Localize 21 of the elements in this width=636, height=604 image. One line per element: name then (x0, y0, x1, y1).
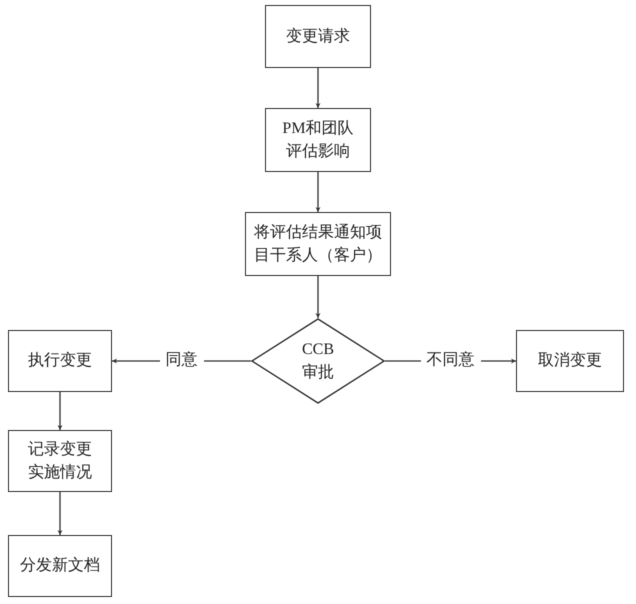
process-box (8, 330, 112, 392)
arrow (316, 276, 320, 318)
box-label: 分发新文档 (20, 556, 100, 576)
process-box (8, 535, 112, 597)
arrow (58, 492, 62, 535)
arrow (58, 392, 62, 430)
box-label: 取消变更 (538, 350, 602, 372)
process-box (516, 330, 624, 392)
box-label: 记录变更实施情况 (27, 440, 93, 483)
decision-diamond (251, 318, 385, 404)
box-label: 执行变更 (28, 350, 92, 372)
arrow (316, 68, 320, 108)
box-label: 变更请求 (286, 26, 350, 47)
process-box (245, 212, 391, 276)
box-label: PM和团队评估影响 (281, 118, 355, 162)
box-label: 将评估结果通知项目干系人（客户） (252, 222, 383, 266)
diamond-label: CCB审批 (300, 340, 335, 383)
arrow (316, 172, 320, 212)
process-box (265, 5, 371, 68)
process-box (8, 430, 112, 492)
process-box (265, 108, 371, 172)
